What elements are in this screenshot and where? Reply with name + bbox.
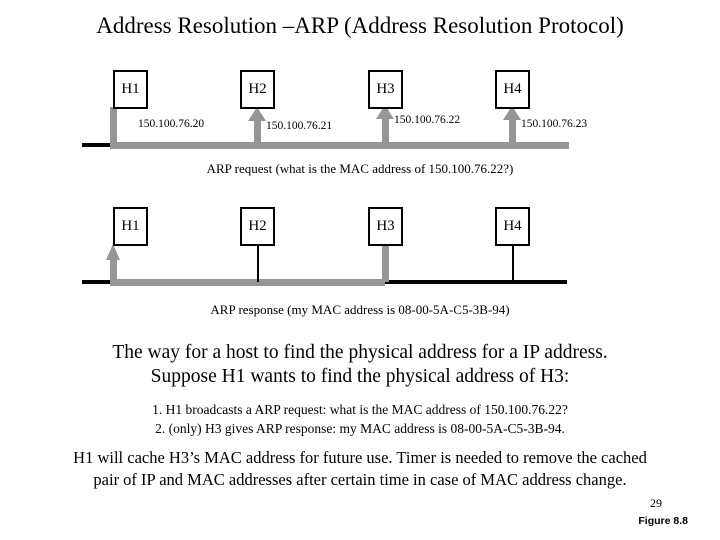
- host-box-h2-request[interactable]: H2: [240, 70, 275, 109]
- host-box-h1-request[interactable]: H1: [113, 70, 148, 109]
- link-stem-h1-request: [110, 107, 117, 145]
- bus-gray-path-response: [110, 279, 385, 286]
- arrow-up-icon-h2-request: [248, 107, 266, 121]
- lead-line-1: The way for a host to find the physical …: [112, 342, 608, 363]
- host-box-h3-request[interactable]: H3: [368, 70, 403, 109]
- link-stem-h3-request: [382, 118, 389, 145]
- link-stem-h4-request: [509, 118, 516, 145]
- host-box-h4-request[interactable]: H4: [495, 70, 530, 109]
- link-stem-h2-request: [254, 118, 261, 145]
- closing-line-2: pair of IP and MAC addresses after certa…: [93, 470, 627, 489]
- ip-label-h1-request: 150.100.76.20: [138, 118, 205, 130]
- caption-arp-response: ARP response (my MAC address is 08-00-5A…: [210, 302, 510, 317]
- bus-gray-path-request: [110, 142, 569, 149]
- link-stem-h1-response: [110, 258, 117, 282]
- arrow-up-icon-h4-request: [503, 106, 521, 120]
- ip-label-h4-request: 150.100.76.23: [521, 118, 588, 130]
- host-box-h2-response[interactable]: H2: [240, 207, 275, 246]
- step-item-2: 2. (only) H3 gives ARP response: my MAC …: [155, 421, 565, 436]
- host-box-h1-response[interactable]: H1: [113, 207, 148, 246]
- host-label: H3: [376, 218, 395, 234]
- caption-arp-request: ARP request (what is the MAC address of …: [206, 161, 514, 176]
- ip-label-h3-request: 150.100.76.22: [394, 114, 461, 126]
- link-stem-h2-response: [257, 245, 259, 282]
- host-label: H2: [248, 218, 267, 234]
- host-label: H4: [503, 81, 522, 97]
- step-item-1: 1. H1 broadcasts a ARP request: what is …: [152, 402, 568, 417]
- closing-line-1: H1 will cache H3’s MAC address for futur…: [73, 448, 647, 467]
- host-label: H4: [503, 218, 522, 234]
- link-stem-h4-response: [512, 245, 514, 282]
- host-label: H2: [248, 81, 267, 97]
- arp-request-diagram: H1 150.100.76.20 H2 150.100.76.21 H3 150…: [0, 0, 720, 185]
- page-number: 29: [650, 496, 662, 510]
- host-box-h3-response[interactable]: H3: [368, 207, 403, 246]
- arrow-up-icon-h1-response: [106, 244, 120, 260]
- lead-line-2: Suppose H1 wants to find the physical ad…: [150, 366, 570, 387]
- figure-caption: Figure 8.8: [638, 515, 688, 527]
- host-label: H1: [121, 218, 140, 234]
- page-title: Address Resolution –ARP (Address Resolut…: [96, 13, 624, 38]
- host-label: H1: [121, 81, 140, 97]
- host-label: H3: [376, 81, 395, 97]
- host-box-h4-response[interactable]: H4: [495, 207, 530, 246]
- arp-response-diagram: H1 H2 H3 H4 ARP response (my MAC address…: [0, 0, 720, 317]
- link-stem-h3-response: [382, 244, 389, 282]
- ip-label-h2-request: 150.100.76.21: [266, 120, 333, 132]
